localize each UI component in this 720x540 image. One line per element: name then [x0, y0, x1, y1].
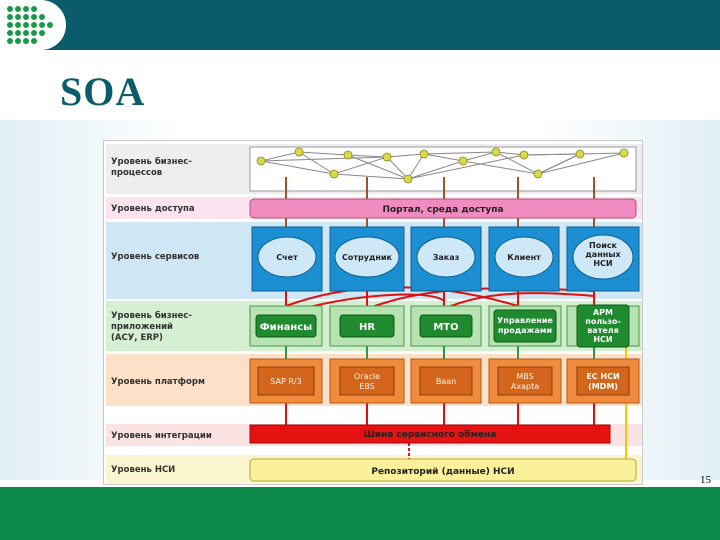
header-bar — [0, 0, 720, 50]
svg-text:Финансы: Финансы — [260, 322, 312, 333]
svg-text:Сотрудник: Сотрудник — [342, 253, 393, 262]
platform-sap: SAP R/3 — [249, 358, 323, 404]
svg-text:Заказ: Заказ — [433, 253, 460, 262]
service-client: Клиент — [488, 226, 560, 292]
svg-text:Клиент: Клиент — [507, 253, 541, 262]
platform-mdm: ЕС НСИ(MDM) — [566, 358, 640, 404]
svg-text:Baan: Baan — [436, 377, 456, 386]
svg-text:МТО: МТО — [433, 322, 458, 333]
service-order: Заказ — [410, 226, 482, 292]
service-invoice: Счет — [251, 226, 323, 292]
level-label-applications: Уровень бизнес-приложений(АСУ, ERP) — [111, 310, 192, 343]
process-nodes — [256, 147, 629, 184]
app-mto: МТО — [410, 305, 482, 347]
level-label-business-processes: Уровень бизнес-процессов — [111, 156, 192, 178]
access-portal-label: Портал, среда доступа — [382, 205, 503, 215]
slide-title: SOA — [60, 69, 146, 114]
dot-grid-logo-icon — [7, 6, 53, 44]
level-label-platforms: Уровень платформ — [111, 377, 205, 387]
nsi-repository-bar: Репозиторий (данные) НСИ — [249, 458, 637, 482]
soa-diagram-canvas: Уровень бизнес-процессов Уровень доступа… — [106, 144, 642, 483]
level-label-integration: Уровень интеграции — [111, 431, 212, 441]
svg-text:Счет: Счет — [276, 253, 298, 262]
app-hr: HR — [329, 305, 405, 347]
svg-text:HR: HR — [359, 322, 375, 333]
page-number: 15 — [700, 474, 711, 486]
level-label-nsi: Уровень НСИ — [111, 465, 175, 475]
level-labels: Уровень бизнес-процессов Уровень доступа… — [111, 156, 212, 475]
svg-text:ЕС НСИ(MDM): ЕС НСИ(MDM) — [586, 372, 619, 391]
nsi-repository-label: Репозиторий (данные) НСИ — [371, 467, 514, 477]
access-portal-bar: Портал, среда доступа — [249, 198, 637, 219]
service-employee: Сотрудник — [329, 226, 405, 292]
footer-bar — [0, 487, 720, 540]
platform-baan: Baan — [410, 358, 482, 404]
integration-bus-bar: Шина сервисного обмена — [249, 424, 611, 444]
logo — [0, 0, 66, 50]
app-finance: Финансы — [249, 305, 323, 347]
integration-bus-label: Шина сервисного обмена — [364, 429, 497, 440]
svg-text:SAP R/3: SAP R/3 — [270, 377, 301, 386]
level-label-access: Уровень доступа — [111, 204, 195, 214]
soa-diagram: Уровень бизнес-процессов Уровень доступа… — [103, 140, 643, 485]
level-label-services: Уровень сервисов — [111, 252, 199, 262]
